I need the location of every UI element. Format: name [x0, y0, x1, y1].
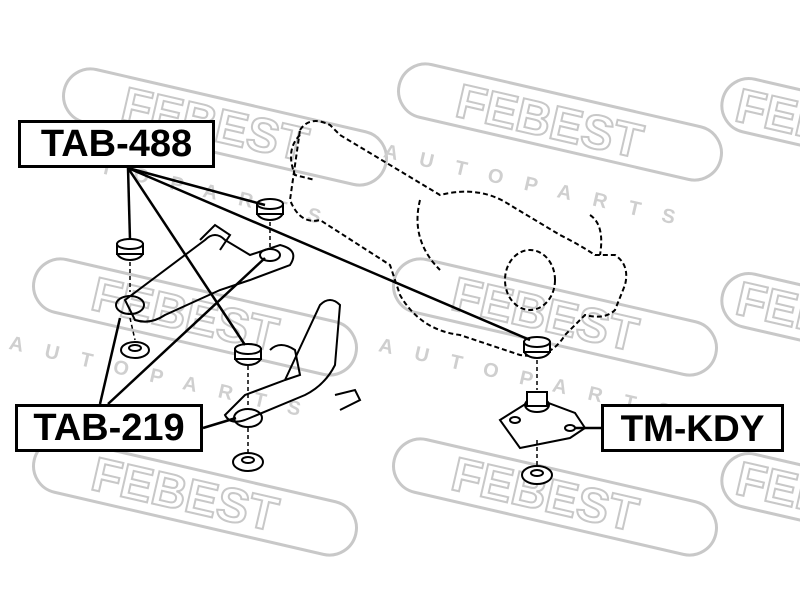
watermark-brand-9: FEBEST: [731, 453, 800, 547]
watermark-brand-3: FEBEST: [731, 79, 800, 173]
leader-lines: [98, 166, 601, 430]
washer-3: [521, 465, 553, 485]
washers: [120, 341, 553, 485]
watermark-logo-6: FEBEST: [720, 272, 800, 368]
callout-tab-488: TAB-488: [18, 120, 215, 168]
watermark-logo-7: FEBEST: [32, 437, 358, 557]
bushing-2: [256, 198, 284, 221]
washer-2: [232, 452, 264, 472]
washer-1: [120, 341, 150, 359]
watermark-logo-8: FEBEST: [392, 437, 718, 557]
watermark-tagline-2: AUTOPARTS: [381, 140, 698, 234]
watermark-brand-8: FEBEST: [447, 448, 643, 542]
watermark-brand-6: FEBEST: [731, 273, 800, 367]
differential-housing: [288, 120, 628, 357]
assembly-guides: [129, 222, 538, 465]
bushing-3: [234, 343, 262, 366]
callout-tm-kdy: TM-KDY: [601, 404, 784, 452]
watermark-logo-9: FEBEST: [720, 452, 800, 548]
watermark-logo-4: FEBEST AUTOPARTS: [7, 257, 358, 426]
watermark-brand-2: FEBEST: [451, 75, 647, 169]
bushing-4: [523, 336, 551, 359]
bushings-tab488: [116, 198, 551, 366]
lower-control-arm: [115, 223, 295, 323]
watermark-logo-3: FEBEST: [720, 77, 800, 175]
callout-tab-219: TAB-219: [15, 404, 203, 452]
bushing-1: [116, 238, 144, 261]
watermark-logo-2: FEBEST AUTOPARTS: [381, 62, 723, 234]
